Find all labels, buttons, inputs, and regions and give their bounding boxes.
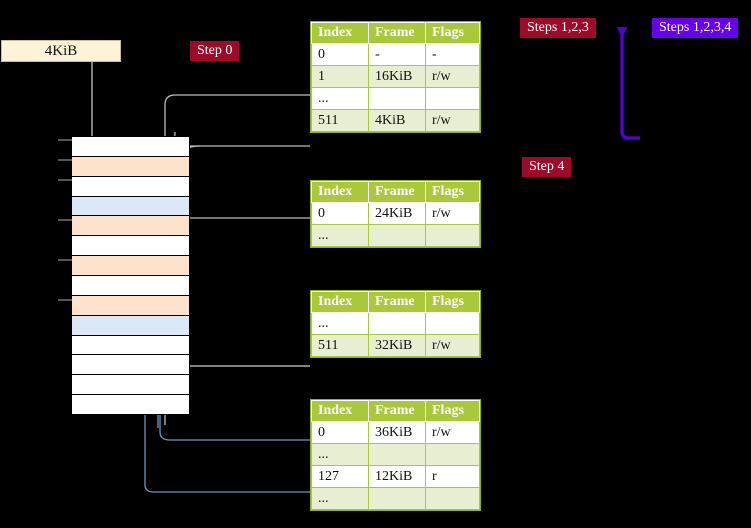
cell-index: 511 — [311, 334, 369, 357]
table-row: ... — [311, 224, 480, 247]
column-header-index: Index — [311, 22, 369, 44]
cell-flags: r/w — [425, 421, 480, 444]
cell-frame: 16KiB — [368, 65, 426, 88]
wire-t3-row511 — [177, 312, 310, 367]
page-table-level-3: Index Frame Flags ... 511 32KiB r/w — [311, 291, 480, 357]
frame-tick — [58, 159, 72, 161]
frame-tick — [58, 179, 72, 181]
memory-frame-row — [72, 256, 189, 277]
cell-flags: r/w — [425, 202, 480, 225]
memory-frame-row — [72, 137, 189, 157]
frame-tick — [58, 299, 72, 301]
cell-flags — [425, 443, 480, 466]
frame-tick — [58, 219, 72, 221]
cell-frame: 36KiB — [368, 421, 426, 444]
table-row: 0 24KiB r/w — [311, 202, 480, 225]
wire-t2-row0 — [177, 217, 310, 262]
table-row: 511 4KiB r/w — [311, 109, 480, 132]
memory-frame-row — [72, 295, 189, 316]
cell-index: 1 — [311, 65, 369, 88]
table-header-row: Index Frame Flags — [311, 291, 480, 313]
cell-index: ... — [311, 487, 369, 510]
virtual-page-banner: 4KiB — [1, 40, 121, 62]
cell-index: 0 — [311, 421, 369, 444]
column-header-flags: Flags — [425, 181, 480, 203]
wire-violet-bracket — [617, 27, 640, 140]
cell-index: 0 — [311, 202, 369, 225]
memory-frame-row — [72, 216, 189, 237]
cell-flags — [425, 487, 480, 510]
cell-frame: 4KiB — [368, 109, 426, 132]
cell-frame — [368, 224, 426, 247]
table-row: ... — [311, 487, 480, 510]
memory-frame-row — [72, 236, 189, 257]
cell-flags: r — [425, 465, 480, 488]
badge-step-0: Step 0 — [190, 41, 240, 61]
memory-frame-row — [72, 156, 189, 177]
column-header-flags: Flags — [425, 22, 480, 44]
physical-memory-frames — [71, 136, 190, 415]
badge-steps-1-2-3-4: Steps 1,2,3,4 — [652, 18, 739, 38]
memory-frame-row — [72, 355, 189, 376]
cell-index: ... — [311, 443, 369, 466]
table-row: 0 - - — [311, 43, 480, 66]
page-table-level-1: Index Frame Flags 0 - - 1 16KiB r/w ... — [311, 22, 480, 132]
cell-frame — [368, 87, 426, 110]
cell-index: ... — [311, 224, 369, 247]
cell-frame: 12KiB — [368, 465, 426, 488]
frame-tick — [58, 139, 72, 141]
cell-flags: r/w — [425, 65, 480, 88]
cell-index: 0 — [311, 43, 369, 66]
column-header-index: Index — [311, 291, 369, 313]
table-row: ... — [311, 443, 480, 466]
cell-flags: - — [425, 43, 480, 66]
badge-step-4: Step 4 — [522, 157, 572, 177]
cell-flags — [425, 312, 480, 335]
badge-steps-1-2-3: Steps 1,2,3 — [520, 18, 596, 38]
cell-index: 127 — [311, 465, 369, 488]
table-row: ... — [311, 87, 480, 110]
cell-flags — [425, 224, 480, 247]
cell-frame: 32KiB — [368, 334, 426, 357]
table-row: 1 16KiB r/w — [311, 65, 480, 88]
column-header-frame: Frame — [368, 181, 426, 203]
table-row: 0 36KiB r/w — [311, 421, 480, 444]
memory-frame-row — [72, 196, 189, 217]
cell-frame — [368, 443, 426, 466]
table-row: ... — [311, 312, 480, 335]
table-header-row: Index Frame Flags — [311, 400, 480, 422]
memory-frame-row — [72, 176, 189, 197]
cell-frame — [368, 312, 426, 335]
cell-frame: 24KiB — [368, 202, 426, 225]
cell-flags — [425, 87, 480, 110]
page-table-level-4: Index Frame Flags 0 36KiB r/w ... 127 12… — [311, 400, 480, 510]
cell-frame: - — [368, 43, 426, 66]
table-header-row: Index Frame Flags — [311, 181, 480, 203]
memory-frame-row — [72, 375, 189, 396]
page-table-level-2: Index Frame Flags 0 24KiB r/w ... — [311, 181, 480, 247]
column-header-index: Index — [311, 400, 369, 422]
cell-index: ... — [311, 312, 369, 335]
column-header-frame: Frame — [368, 22, 426, 44]
memory-frame-row — [72, 315, 189, 336]
column-header-flags: Flags — [425, 291, 480, 313]
column-header-frame: Frame — [368, 291, 426, 313]
frame-tick — [58, 259, 72, 261]
memory-frame-row — [72, 395, 189, 415]
cell-flags: r/w — [425, 334, 480, 357]
table-row: 511 32KiB r/w — [311, 334, 480, 357]
column-header-index: Index — [311, 181, 369, 203]
cell-flags: r/w — [425, 109, 480, 132]
column-header-frame: Frame — [368, 400, 426, 422]
cell-frame — [368, 487, 426, 510]
memory-frame-row — [72, 335, 189, 356]
table-row: 127 12KiB r — [311, 465, 480, 488]
column-header-flags: Flags — [425, 400, 480, 422]
memory-frame-row — [72, 276, 189, 296]
table-header-row: Index Frame Flags — [311, 22, 480, 44]
cell-index: ... — [311, 87, 369, 110]
cell-index: 511 — [311, 109, 369, 132]
